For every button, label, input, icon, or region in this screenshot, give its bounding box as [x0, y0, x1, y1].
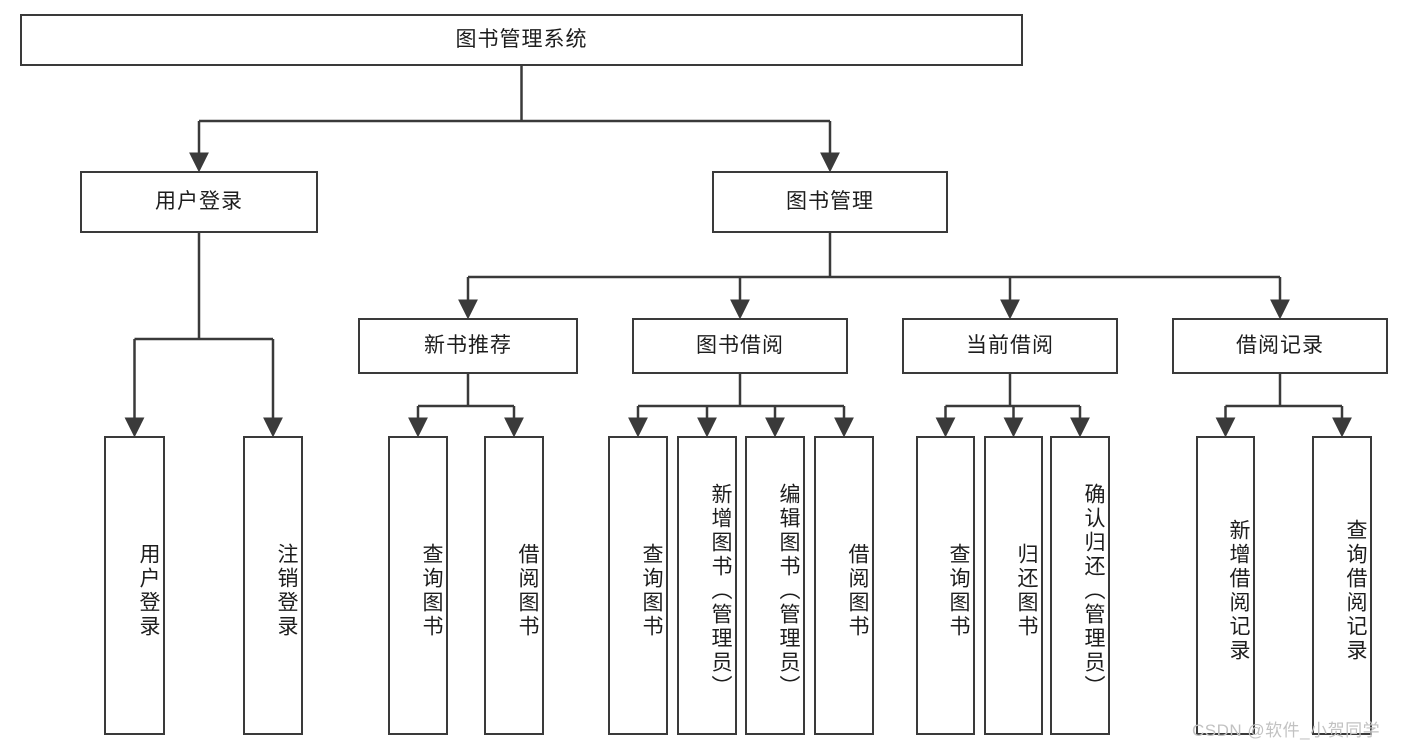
node-leaf-add-record[interactable]: 新增借阅记录 [1196, 436, 1255, 735]
node-label: 查询图书 [640, 542, 663, 639]
node-label: 新增借阅记录 [1227, 518, 1250, 663]
node-label: 图书借阅 [696, 334, 784, 358]
node-leaf-query-book-cb[interactable]: 查询图书 [916, 436, 975, 735]
node-new-book-recommend[interactable]: 新书推荐 [358, 318, 578, 374]
node-label: 归还图书 [1015, 542, 1038, 639]
node-label: 确认归还（管理员） [1082, 482, 1105, 699]
node-label: 借阅图书 [846, 542, 869, 639]
node-leaf-borrow-book-bb[interactable]: 借阅图书 [814, 436, 874, 735]
node-label: 借阅图书 [516, 542, 539, 639]
node-user-login[interactable]: 用户登录 [80, 171, 318, 233]
node-borrow-record[interactable]: 借阅记录 [1172, 318, 1388, 374]
csdn-watermark: CSDN @软件_小贺同学 [1192, 721, 1381, 740]
node-leaf-return-book[interactable]: 归还图书 [984, 436, 1043, 735]
node-leaf-edit-book[interactable]: 编辑图书（管理员） [745, 436, 805, 735]
node-label: 用户登录 [155, 190, 243, 214]
node-label: 借阅记录 [1236, 334, 1324, 358]
node-leaf-confirm-return[interactable]: 确认归还（管理员） [1050, 436, 1110, 735]
node-leaf-query-book-rec[interactable]: 查询图书 [388, 436, 448, 735]
node-label: 图书管理 [786, 190, 874, 214]
node-label: 当前借阅 [966, 334, 1054, 358]
node-label: 图书管理系统 [455, 28, 588, 52]
node-label: 用户登录 [137, 542, 160, 639]
node-label: 编辑图书（管理员） [777, 482, 800, 699]
node-leaf-add-book[interactable]: 新增图书（管理员） [677, 436, 737, 735]
node-label: 查询图书 [947, 542, 970, 639]
node-label: 查询借阅记录 [1344, 518, 1367, 663]
node-leaf-user-login[interactable]: 用户登录 [104, 436, 165, 735]
node-leaf-query-book-bb[interactable]: 查询图书 [608, 436, 668, 735]
node-leaf-logout[interactable]: 注销登录 [243, 436, 303, 735]
node-label: 新增图书（管理员） [709, 482, 732, 699]
node-book-manage[interactable]: 图书管理 [712, 171, 948, 233]
node-book-borrow[interactable]: 图书借阅 [632, 318, 848, 374]
node-leaf-query-record[interactable]: 查询借阅记录 [1312, 436, 1372, 735]
node-label: 新书推荐 [424, 334, 512, 358]
node-label: 查询图书 [420, 542, 443, 639]
node-current-borrow[interactable]: 当前借阅 [902, 318, 1118, 374]
node-leaf-borrow-book-rec[interactable]: 借阅图书 [484, 436, 544, 735]
node-label: 注销登录 [275, 542, 298, 639]
node-root-title[interactable]: 图书管理系统 [20, 14, 1023, 66]
